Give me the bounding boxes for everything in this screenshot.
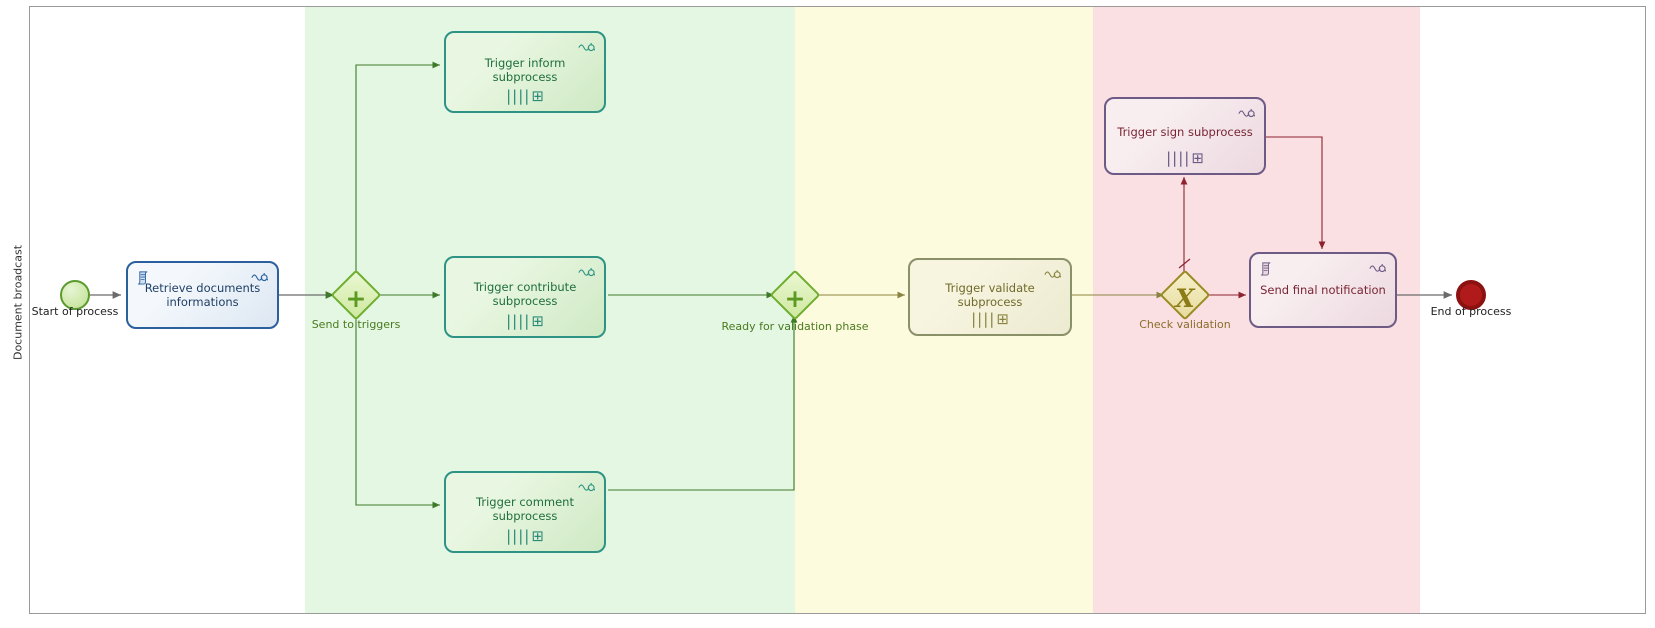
task-send-final-notification[interactable]: Send final notification [1249, 252, 1397, 328]
task-trigger-sign-subprocess[interactable]: Trigger sign subprocess ||||⊞ [1104, 97, 1266, 175]
end-event-label: End of process [1430, 305, 1512, 318]
plug-connector-icon [578, 480, 596, 499]
start-event[interactable] [60, 280, 90, 310]
task-trigger-inform-subprocess[interactable]: Trigger inform subprocess ||||⊞ [444, 31, 606, 113]
script-task-icon [137, 270, 152, 289]
task-label: Trigger contribute subprocess [473, 279, 577, 308]
task-label: Trigger sign subprocess [1117, 125, 1253, 140]
multi-instance-parallel-icon: |||| [1166, 149, 1191, 167]
gateway-label-send-to-triggers: Send to triggers [311, 318, 401, 331]
lane-header: Document broadcast [8, 6, 30, 614]
task-markers: ||||⊞ [910, 309, 1070, 328]
plug-connector-icon [578, 40, 596, 59]
lane-label: Document broadcast [11, 244, 25, 361]
plug-connector-icon [1044, 267, 1062, 286]
collapsed-subprocess-icon: ⊞ [531, 87, 544, 105]
exclusive-gateway-x-icon: X [1175, 283, 1195, 313]
plug-connector-icon [251, 270, 269, 289]
plug-connector-icon [1238, 106, 1256, 125]
start-event-label: Start of process [31, 305, 119, 318]
task-markers: ||||⊞ [446, 86, 604, 105]
task-trigger-validate-subprocess[interactable]: Trigger validate subprocess ||||⊞ [908, 258, 1072, 336]
multi-instance-parallel-icon: |||| [506, 312, 531, 330]
task-markers: ||||⊞ [446, 526, 604, 545]
task-label: Trigger validate subprocess [945, 280, 1035, 309]
multi-instance-parallel-icon: |||| [506, 527, 531, 545]
collapsed-subprocess-icon: ⊞ [531, 527, 544, 545]
multi-instance-parallel-icon: |||| [971, 310, 996, 328]
plug-connector-icon [1369, 261, 1387, 280]
parallel-gateway-plus-icon: + [345, 283, 367, 313]
collapsed-subprocess-icon: ⊞ [531, 312, 544, 330]
collapsed-subprocess-icon: ⊞ [996, 310, 1009, 328]
script-task-icon [1260, 261, 1275, 280]
task-label: Trigger inform subprocess [484, 56, 566, 85]
task-label: Retrieve documents informations [144, 280, 261, 309]
end-event[interactable] [1456, 280, 1486, 310]
multi-instance-parallel-icon: |||| [506, 87, 531, 105]
plug-connector-icon [578, 265, 596, 284]
task-trigger-comment-subprocess[interactable]: Trigger comment subprocess ||||⊞ [444, 471, 606, 553]
task-trigger-contribute-subprocess[interactable]: Trigger contribute subprocess ||||⊞ [444, 256, 606, 338]
collapsed-subprocess-icon: ⊞ [1191, 149, 1204, 167]
gateway-label-check-validation: Check validation [1139, 318, 1231, 331]
parallel-gateway-plus-icon: + [784, 283, 806, 313]
task-retrieve-documents[interactable]: Retrieve documents informations [126, 261, 279, 329]
task-markers: ||||⊞ [1106, 148, 1264, 167]
gateway-label-ready-for-validation: Ready for validation phase [721, 320, 869, 333]
task-markers: ||||⊞ [446, 311, 604, 330]
task-label: Trigger comment subprocess [476, 494, 574, 523]
task-label: Send final notification [1260, 282, 1386, 297]
